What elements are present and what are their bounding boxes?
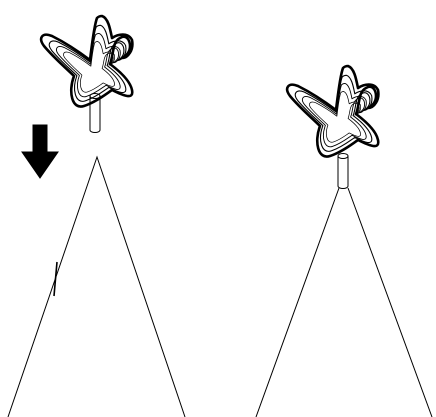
down-arrow-icon <box>21 124 59 179</box>
panel-before <box>7 14 186 417</box>
tree-cone-left <box>7 155 186 417</box>
panel-after <box>255 64 433 417</box>
star-topper-icon <box>39 14 134 108</box>
tree-cone-right <box>255 187 433 417</box>
topper-stem-left <box>89 93 101 133</box>
topper-stem-right <box>337 153 349 189</box>
tree-mark-left <box>53 261 58 297</box>
star-topper-icon <box>285 64 380 158</box>
